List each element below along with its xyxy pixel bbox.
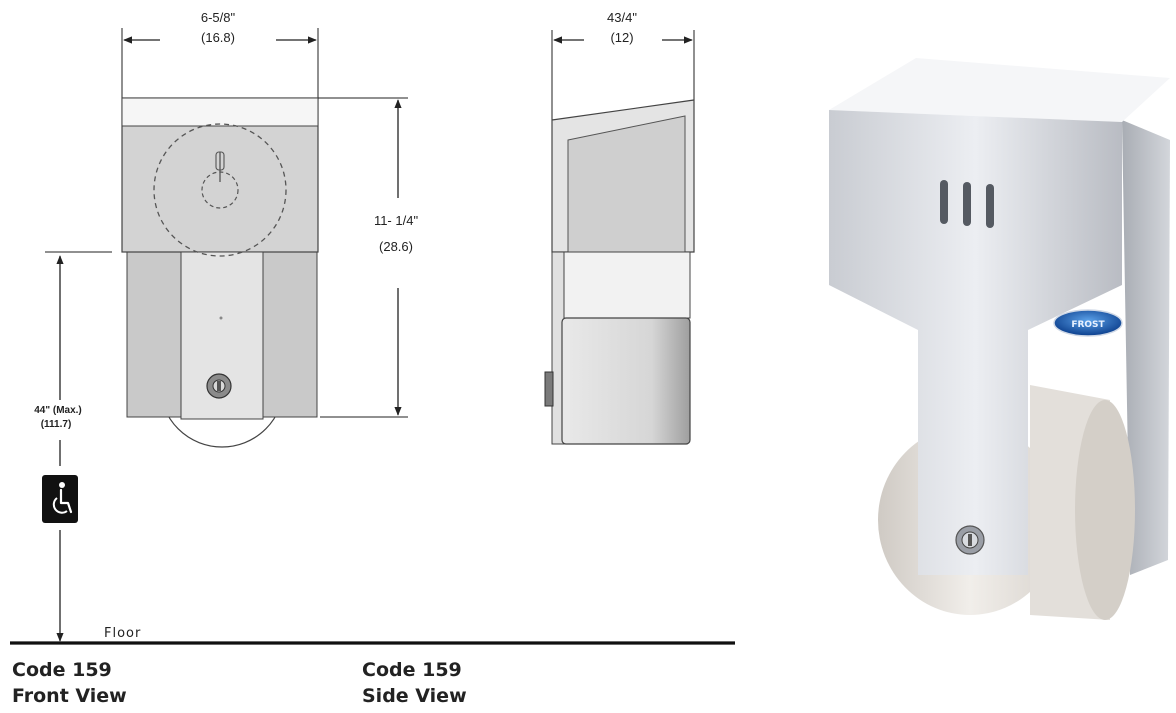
side-depth-metric: (12)	[610, 30, 633, 45]
side-view-drawing: 43/4" (12) Code 159 Side View	[362, 10, 695, 707]
mount-height-metric: (111.7)	[41, 419, 72, 430]
front-view-code: Code 159	[12, 659, 112, 681]
mount-height-label: 44" (Max.)	[34, 405, 82, 416]
front-view-drawing: 6-5/8" (16.8) 11- 1/4" (28.6) 4	[10, 10, 735, 707]
floor-label: Floor	[104, 626, 141, 641]
wheelchair-accessibility-icon	[42, 475, 78, 523]
product-photo: FROST	[829, 58, 1170, 620]
side-depth-label: 43/4"	[607, 10, 637, 25]
front-width-metric: (16.8)	[201, 30, 235, 45]
side-view-code: Code 159	[362, 659, 462, 681]
front-width-label: 6-5/8"	[201, 10, 236, 25]
front-height-metric: (28.6)	[379, 239, 413, 254]
front-view-title: Front View	[12, 685, 127, 707]
brand-badge-text: FROST	[1071, 320, 1105, 330]
front-height-label: 11- 1/4"	[374, 213, 419, 228]
side-view-title: Side View	[362, 685, 467, 707]
brand-badge: FROST	[1053, 309, 1123, 337]
